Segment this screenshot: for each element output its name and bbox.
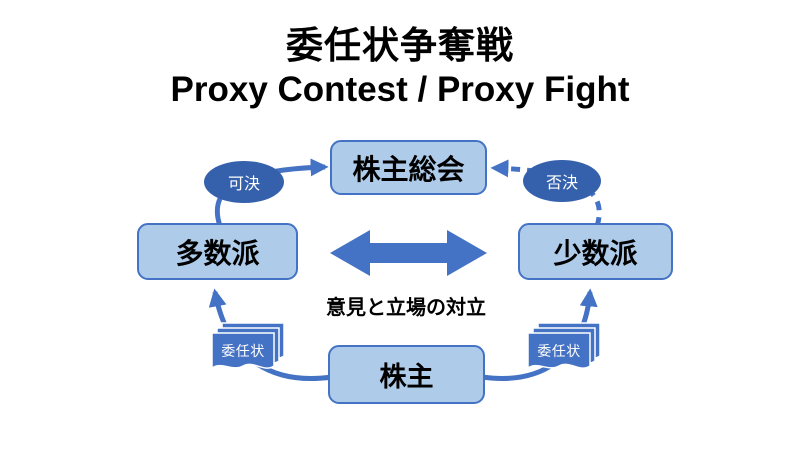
badge-rejected: 否決 xyxy=(523,160,601,202)
title-english: Proxy Contest / Proxy Fight xyxy=(170,70,630,110)
badge-rejected-label: 否決 xyxy=(545,175,578,192)
conflict-double-arrow xyxy=(330,230,487,276)
page-title: 委任状争奪戦 Proxy Contest / Proxy Fight xyxy=(0,22,800,110)
node-shareholders-label: 株主 xyxy=(379,362,434,392)
badge-approved-label: 可決 xyxy=(227,176,260,193)
node-shareholders-meeting-label: 株主総会 xyxy=(352,153,465,185)
node-majority-faction: 多数派 xyxy=(137,223,298,280)
node-shareholders: 株主 xyxy=(328,345,485,404)
node-minority-faction: 少数派 xyxy=(518,223,673,280)
node-shareholders-meeting: 株主総会 xyxy=(330,140,487,195)
proxy-documents-right-icon xyxy=(527,322,601,370)
proxy-documents-left-icon xyxy=(211,322,285,370)
conflict-caption: 意見と立場の対立 xyxy=(326,297,486,319)
title-japanese: 委任状争奪戦 xyxy=(286,25,514,66)
badge-approved: 可決 xyxy=(204,161,284,203)
proxy-documents-left-label: 委任状 xyxy=(221,343,265,359)
node-minority-faction-label: 少数派 xyxy=(553,237,638,269)
proxy-documents-right-label: 委任状 xyxy=(537,343,581,359)
node-majority-faction-label: 多数派 xyxy=(175,237,260,269)
